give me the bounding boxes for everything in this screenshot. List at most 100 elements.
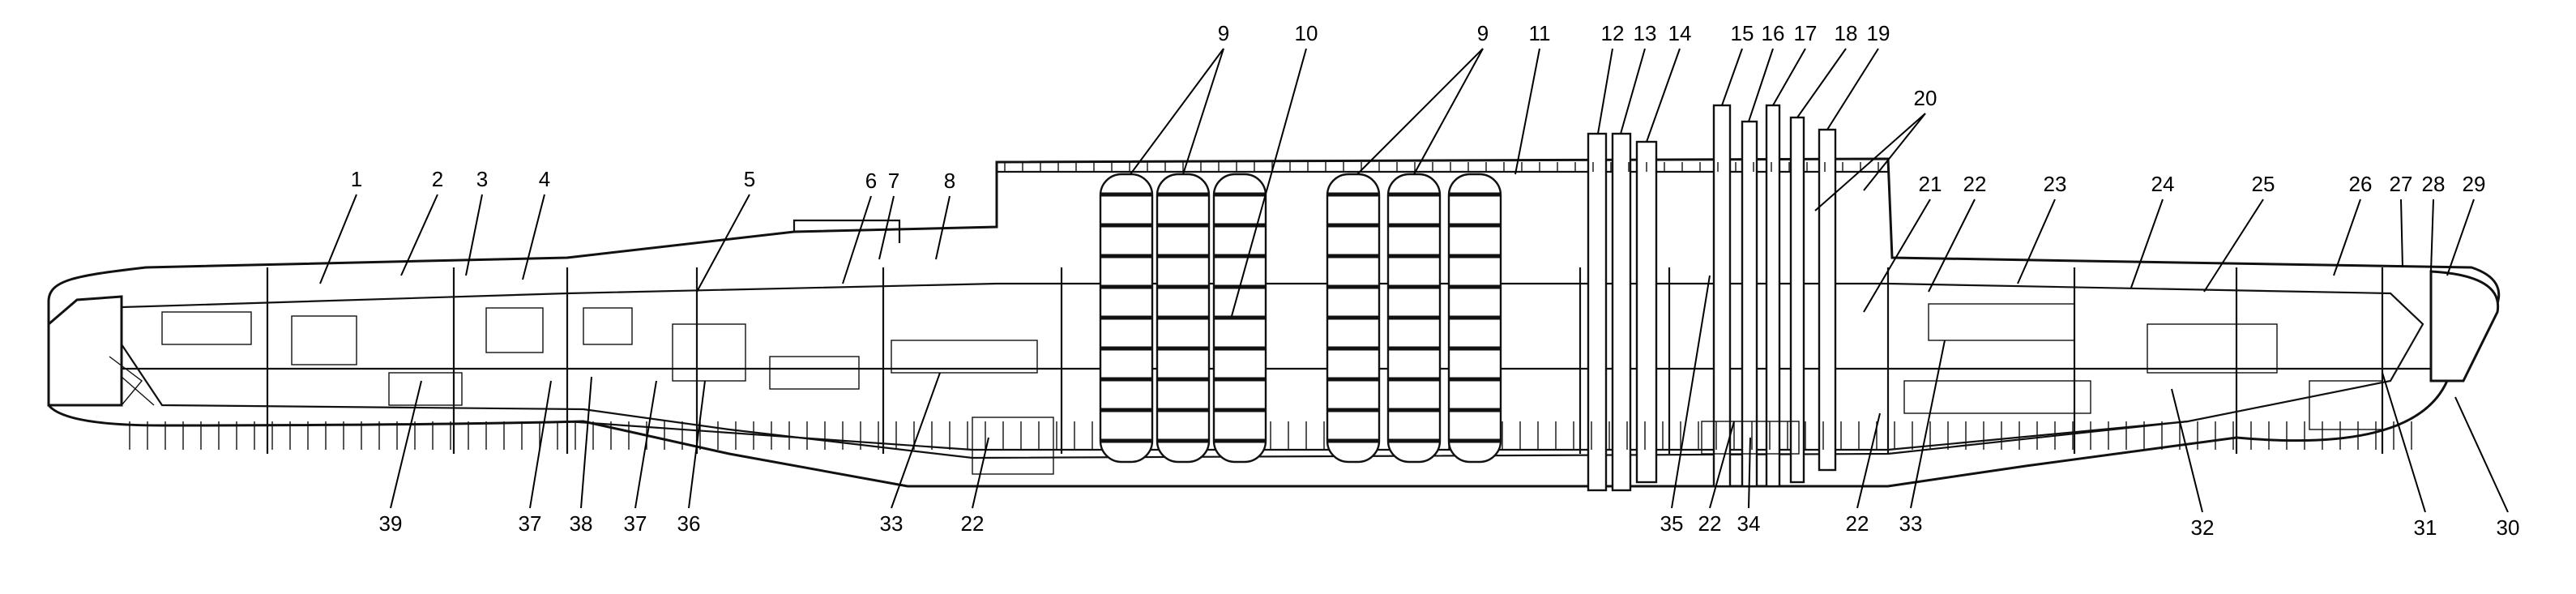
- callout-label: 39: [379, 511, 403, 536]
- callout-label: 27: [2390, 172, 2413, 196]
- leader-line: [1748, 48, 1774, 122]
- leader-line: [580, 376, 592, 509]
- leader-line: [1413, 48, 1484, 175]
- callout-label: 12: [1601, 21, 1625, 45]
- callout-label: 20: [1914, 86, 1937, 110]
- leader-line: [1597, 48, 1613, 135]
- callout-label: 9: [1218, 21, 1229, 45]
- leader-line: [842, 195, 872, 284]
- leader-line: [1863, 199, 1931, 313]
- machinery-3: [388, 372, 463, 406]
- leader-line: [1231, 48, 1307, 317]
- callout-label: 29: [2463, 172, 2486, 196]
- callout-label: 34: [1737, 511, 1761, 536]
- leader-line: [1130, 48, 1224, 175]
- leader-line: [1671, 275, 1711, 509]
- callout-label: 18: [1835, 21, 1858, 45]
- machinery-6: [672, 323, 746, 382]
- machinery-11: [1903, 380, 2091, 414]
- callout-label: 22: [1698, 511, 1722, 536]
- leader-line: [1928, 199, 1976, 293]
- leader-line: [465, 194, 483, 276]
- callout-label: 38: [570, 511, 593, 536]
- leader-line: [1620, 48, 1646, 135]
- missile-tubes: [1099, 173, 1502, 464]
- callout-label: 15: [1731, 21, 1754, 45]
- machinery-5: [583, 307, 633, 345]
- leader-line: [634, 380, 657, 509]
- leader-line: [1856, 412, 1881, 509]
- leader-line: [1814, 113, 1926, 212]
- machinery-blocks: [161, 303, 2383, 475]
- callout-label: 16: [1762, 21, 1785, 45]
- callout-label: 22: [961, 511, 985, 536]
- missile-tube-1: [1099, 173, 1154, 464]
- callout-label: 37: [519, 511, 542, 536]
- machinery-8: [891, 340, 1038, 374]
- leader-line: [2382, 372, 2426, 513]
- leader-line: [1772, 48, 1806, 106]
- leader-line: [2446, 199, 2475, 276]
- machinery-7: [769, 356, 860, 390]
- callout-label: 2: [432, 167, 443, 191]
- callout-label: 10: [1295, 21, 1318, 45]
- callout-label: 22: [1963, 172, 1987, 196]
- missile-tube-5: [1386, 173, 1442, 464]
- callout-label: 13: [1634, 21, 1657, 45]
- leader-line: [2454, 396, 2509, 513]
- leader-line: [972, 437, 989, 509]
- callout-label: 24: [2151, 172, 2175, 196]
- rudder: [109, 356, 155, 406]
- leader-line: [1356, 48, 1484, 175]
- machinery-1: [161, 311, 252, 345]
- leader-line: [2130, 199, 2164, 288]
- machinery-13: [2147, 323, 2278, 374]
- missile-tube-2: [1156, 173, 1211, 464]
- callout-label: 37: [624, 511, 647, 536]
- leader-line: [2017, 199, 2056, 284]
- leader-line: [688, 380, 706, 509]
- leader-line: [529, 380, 552, 509]
- machinery-14: [2309, 380, 2383, 430]
- leader-lines: [319, 48, 2509, 513]
- leader-line: [1709, 421, 1735, 509]
- leader-line: [2171, 388, 2203, 513]
- callout-label: 11: [1529, 21, 1551, 45]
- machinery-12: [1928, 303, 2075, 341]
- callout-label: 33: [1899, 511, 1923, 536]
- leader-line: [935, 195, 951, 260]
- callout-label: 35: [1660, 511, 1684, 536]
- callout-label: 25: [2252, 172, 2275, 196]
- stern-fin: [47, 295, 123, 407]
- leader-line: [1646, 48, 1681, 143]
- machinery-9: [972, 417, 1054, 475]
- callout-label: 14: [1668, 21, 1692, 45]
- callout-label: 22: [1846, 511, 1869, 536]
- callout-label: 1: [351, 167, 362, 191]
- callout-label: 9: [1477, 21, 1489, 45]
- leader-line: [1826, 48, 1879, 130]
- callout-label: 33: [880, 511, 904, 536]
- leader-line: [1748, 437, 1751, 509]
- callout-label: 6: [865, 169, 877, 193]
- leader-line: [1182, 48, 1224, 175]
- callout-label: 28: [2422, 172, 2446, 196]
- leader-line: [2203, 199, 2264, 293]
- callout-label: 17: [1794, 21, 1818, 45]
- leader-line: [2430, 199, 2434, 272]
- stern-superstructure: [792, 219, 901, 243]
- callout-label: 23: [2044, 172, 2067, 196]
- callout-label: 19: [1867, 21, 1890, 45]
- missile-tube-6: [1447, 173, 1502, 464]
- callout-label: 30: [2497, 515, 2520, 540]
- missile-tube-3: [1212, 173, 1267, 464]
- callout-label: 7: [888, 169, 899, 193]
- leader-line: [1514, 48, 1540, 175]
- hull-outline: [47, 157, 2501, 488]
- callout-label: 4: [539, 167, 550, 191]
- leader-line: [2333, 199, 2361, 276]
- callout-label: 5: [744, 167, 755, 191]
- leader-line: [1796, 48, 1847, 118]
